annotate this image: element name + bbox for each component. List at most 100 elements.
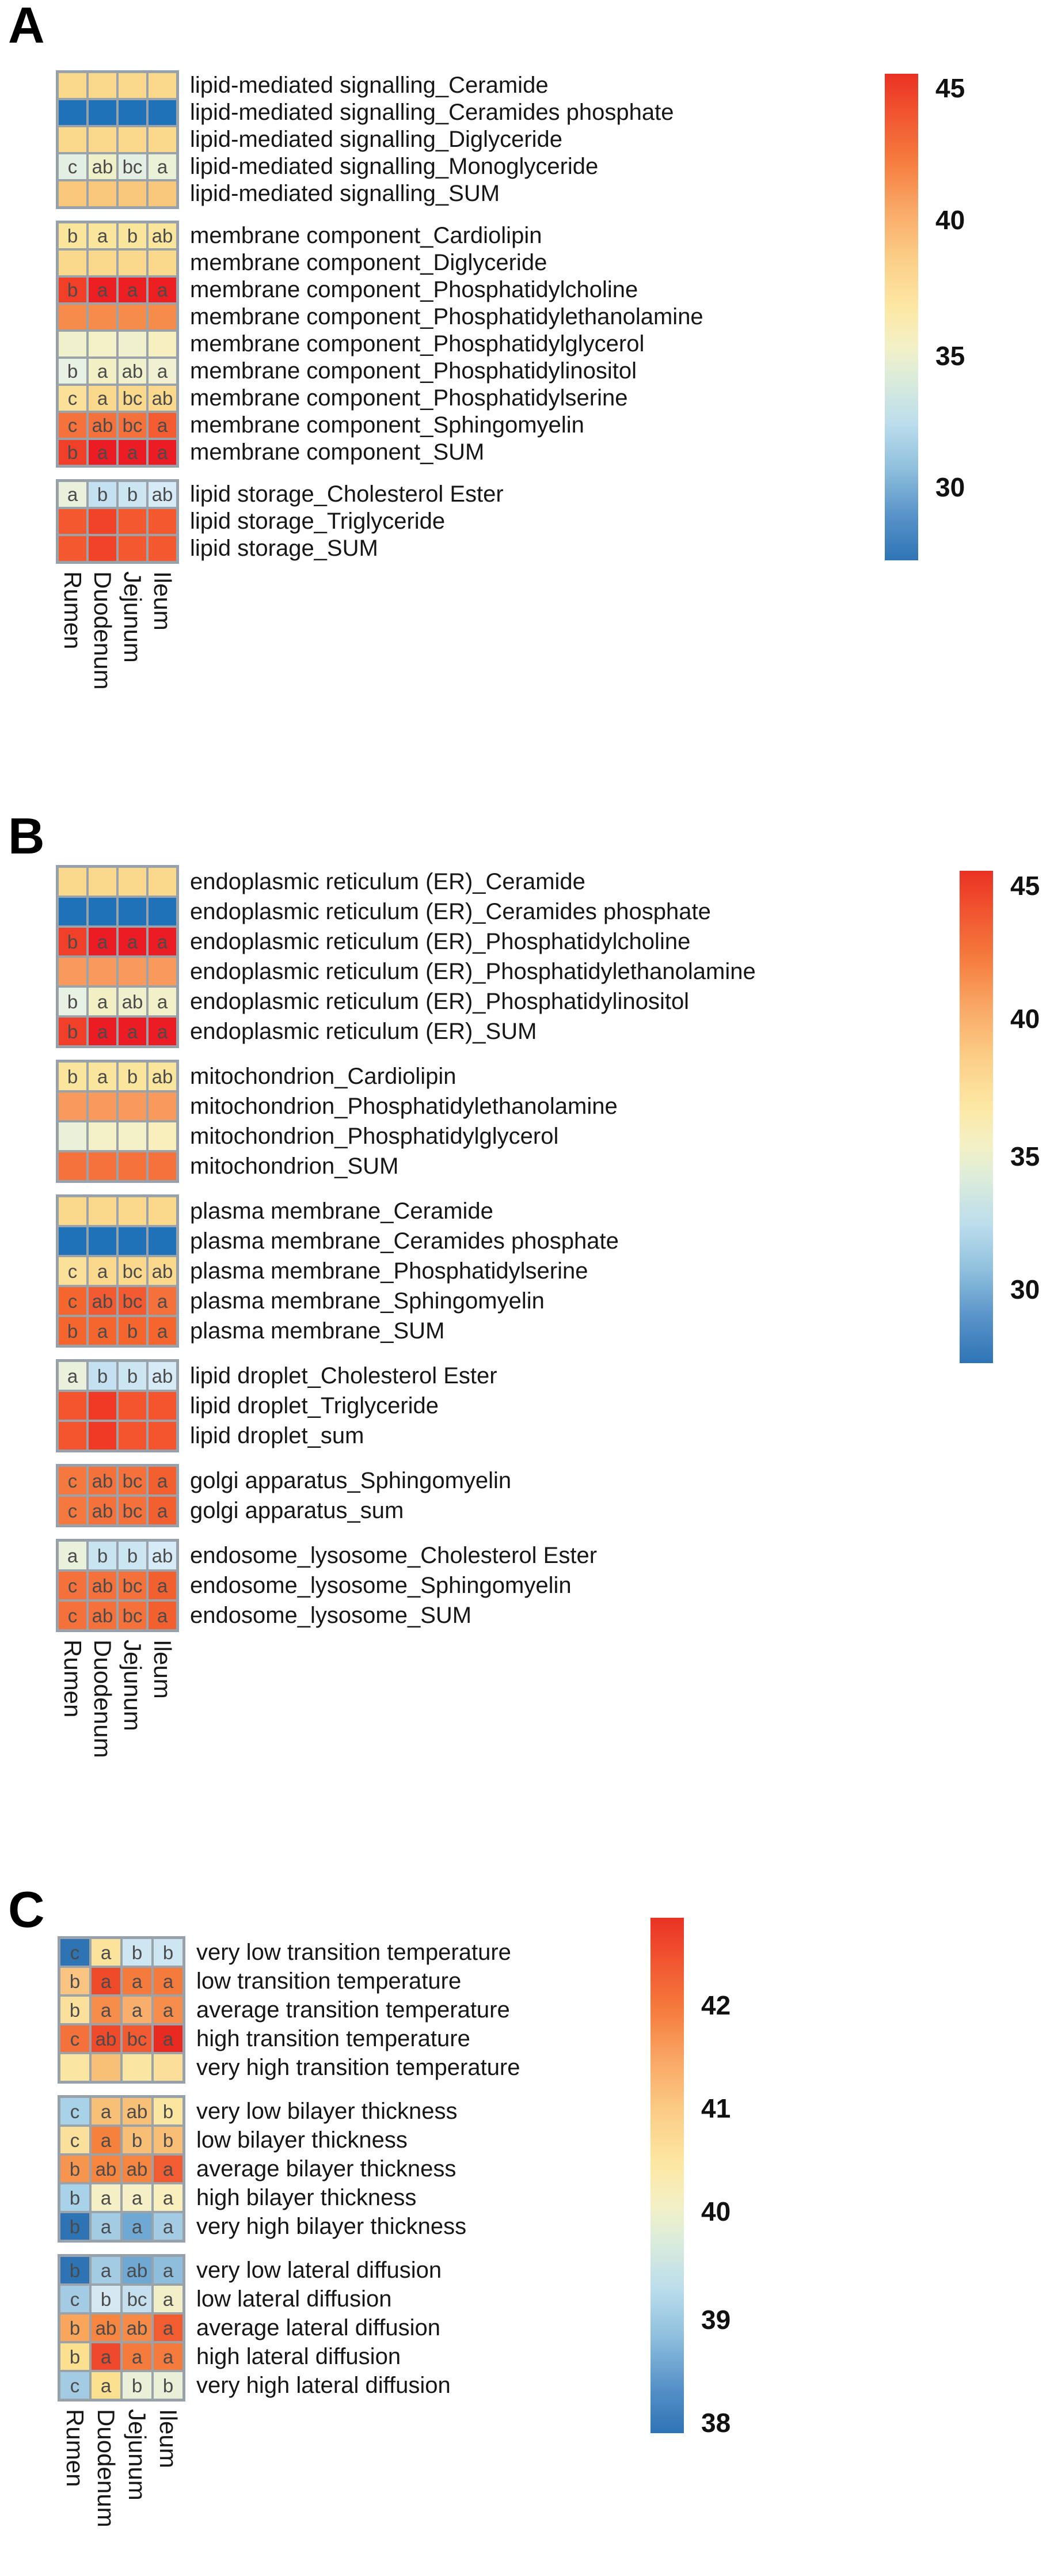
- colorbar-tick-label: 35: [935, 341, 965, 371]
- heatmap-cell: a: [88, 927, 117, 957]
- heatmap-cell: [117, 303, 147, 331]
- heatmap-cell: [117, 508, 147, 535]
- significance-letter: c: [67, 415, 78, 436]
- row-label: endosome_lysosome_SUM: [190, 1603, 472, 1628]
- heatmap-cell: a: [58, 481, 88, 508]
- heatmap-cell: b: [59, 2212, 90, 2241]
- significance-letter: a: [131, 2346, 143, 2368]
- significance-letter: a: [127, 442, 138, 463]
- significance-letter: ab: [151, 484, 173, 505]
- significance-letter: bc: [122, 1575, 143, 1596]
- heatmap-cell: bc: [117, 1496, 147, 1526]
- significance-letter: bc: [122, 1500, 143, 1522]
- heatmap-cell: c: [58, 1570, 88, 1600]
- heatmap-cell: c: [59, 2126, 90, 2154]
- heatmap-cell: b: [59, 2256, 90, 2285]
- colorbar-tick-label: 40: [1010, 1003, 1040, 1034]
- heatmap-cell: [58, 1121, 88, 1151]
- heatmap-cell: [117, 249, 147, 276]
- significance-letter: ab: [95, 2317, 117, 2339]
- heatmap-cell: [121, 2053, 153, 2082]
- heatmap-cell: [117, 331, 147, 358]
- significance-letter: a: [157, 415, 168, 436]
- significance-letter: a: [97, 1260, 108, 1282]
- significance-letter: a: [157, 991, 168, 1012]
- heatmap-cell: [88, 180, 117, 207]
- row-label: lipid-mediated signalling_SUM: [190, 181, 500, 206]
- heatmap-cell: ab: [90, 2024, 121, 2053]
- panel-letter: B: [8, 807, 45, 864]
- column-label: Ileum: [149, 571, 176, 631]
- significance-letter: ab: [92, 1575, 113, 1596]
- significance-letter: ab: [92, 1604, 113, 1626]
- heatmap-cell: [88, 331, 117, 358]
- heatmap-cell: [88, 126, 117, 153]
- significance-letter: a: [131, 2215, 143, 2237]
- heatmap-cell: c: [58, 1496, 88, 1526]
- significance-letter: a: [127, 931, 138, 953]
- heatmap-cell: b: [88, 1361, 117, 1391]
- heatmap-cell: [58, 897, 88, 927]
- heatmap-cell: ab: [147, 1256, 177, 1286]
- heatmap-cell: [58, 249, 88, 276]
- heatmap-cell: [147, 126, 177, 153]
- heatmap-cell: [88, 249, 117, 276]
- significance-letter: c: [70, 2028, 80, 2050]
- heatmap-cell: [58, 508, 88, 535]
- row-label: very low lateral diffusion: [196, 2258, 442, 2283]
- heatmap-cell: a: [121, 1995, 153, 2024]
- significance-letter: a: [127, 1020, 138, 1042]
- significance-letter: b: [127, 1365, 138, 1387]
- significance-letter: a: [100, 2215, 112, 2237]
- significance-letter: ab: [92, 1470, 113, 1492]
- significance-letter: ab: [151, 1365, 173, 1387]
- significance-letter: c: [67, 1500, 78, 1522]
- row-label: membrane component_SUM: [190, 439, 485, 465]
- significance-letter: a: [157, 156, 168, 177]
- heatmap-cell: [88, 867, 117, 897]
- heatmap-cell: [58, 1226, 88, 1256]
- significance-letter: c: [70, 2288, 80, 2310]
- heatmap-cell: [147, 957, 177, 987]
- row-label: plasma membrane_Ceramide: [190, 1198, 493, 1224]
- significance-letter: b: [131, 2129, 143, 2151]
- heatmap-group-frame: [58, 2254, 185, 2402]
- significance-letter: ab: [151, 388, 173, 409]
- significance-letter: a: [162, 2158, 174, 2180]
- heatmap-cell: [117, 1121, 147, 1151]
- significance-letter: ab: [126, 2158, 148, 2180]
- heatmap-cell: [147, 508, 177, 535]
- row-label: lipid storage_SUM: [190, 536, 378, 561]
- row-label: high transition temperature: [196, 2026, 470, 2051]
- row-label: membrane component_Phosphatidylserine: [190, 385, 628, 411]
- heatmap-cell: a: [153, 1995, 184, 2024]
- heatmap-cell: c: [58, 385, 88, 412]
- significance-letter: ab: [92, 156, 113, 177]
- significance-letter: a: [97, 442, 108, 463]
- row-label: high bilayer thickness: [196, 2185, 417, 2210]
- heatmap-cell: ab: [88, 1286, 117, 1316]
- heatmap-cell: a: [147, 1496, 177, 1526]
- significance-letter: ab: [95, 2158, 117, 2180]
- heatmap-group-frame: [56, 1464, 179, 1527]
- heatmap-cell: [58, 535, 88, 562]
- heatmap-cell: ab: [117, 358, 147, 385]
- heatmap-cell: a: [90, 2342, 121, 2371]
- colorbar-tick-label: 30: [935, 472, 965, 503]
- significance-letter: a: [127, 279, 138, 301]
- significance-letter: a: [157, 1320, 168, 1342]
- significance-letter: a: [100, 2346, 112, 2368]
- heatmap-cell: ab: [121, 2097, 153, 2126]
- heatmap-cell: [88, 508, 117, 535]
- heatmap-cell: b: [58, 276, 88, 303]
- heatmap-cell: ab: [147, 385, 177, 412]
- heatmap-cell: bc: [117, 1286, 147, 1316]
- colorbar-tick-label: 39: [701, 2305, 731, 2335]
- heatmap-cell: a: [117, 927, 147, 957]
- significance-letter: a: [97, 361, 108, 382]
- heatmap-cell: [88, 72, 117, 99]
- significance-letter: a: [157, 1604, 168, 1626]
- heatmap-cell: a: [147, 987, 177, 1016]
- significance-letter: ab: [151, 225, 173, 246]
- heatmap-cell: ab: [88, 1496, 117, 1526]
